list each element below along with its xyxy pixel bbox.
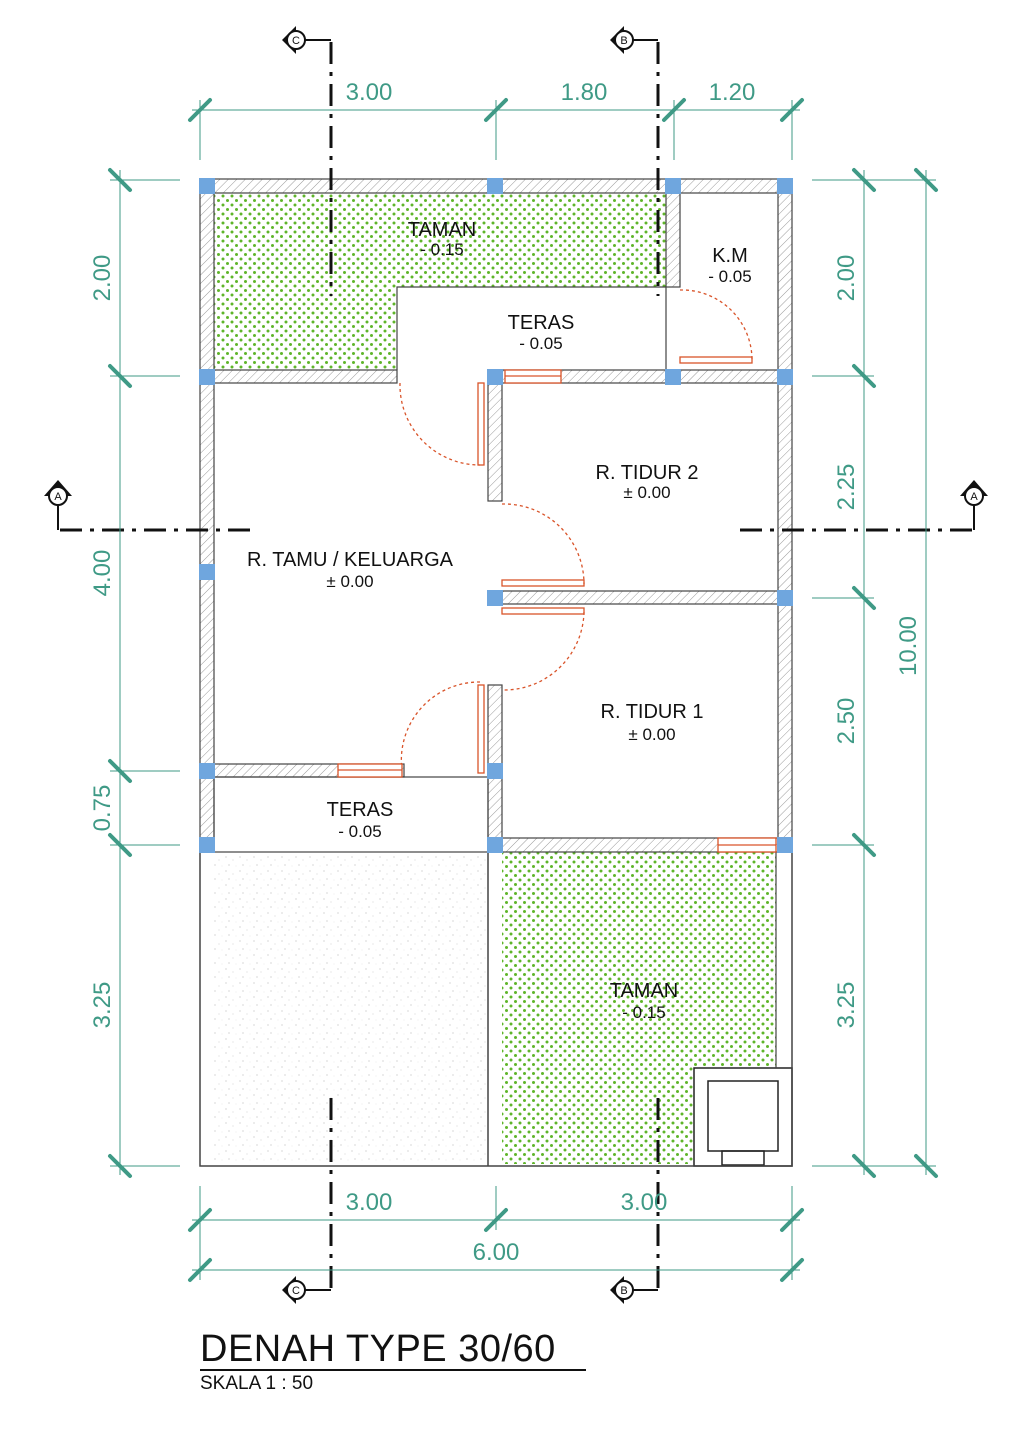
- column: [487, 837, 503, 853]
- column: [487, 763, 503, 779]
- room-tidur2-name: R. TIDUR 2: [596, 462, 699, 484]
- room-labels: TAMAN - 0.15 K.M - 0.05 TERAS - 0.05 R. …: [247, 219, 752, 1022]
- section-marker-c-bottom: C: [282, 1276, 331, 1304]
- wall-left-upper: [199, 178, 215, 853]
- door-tidur1-swing: [501, 611, 585, 691]
- wall-v-km: [665, 192, 681, 288]
- room-tamu-name: R. TAMU / KELUARGA: [247, 549, 454, 571]
- room-teras-bottom-level: - 0.05: [338, 822, 381, 841]
- room-taman-bottom-level: - 0.15: [622, 1003, 665, 1022]
- room-teras-bottom-name: TERAS: [327, 799, 394, 821]
- column: [487, 369, 503, 385]
- room-taman-top-level: - 0.15: [420, 240, 463, 259]
- dim-right-4: 3.25: [833, 982, 860, 1029]
- dimension-ticks: [108, 98, 938, 1282]
- column: [199, 369, 215, 385]
- svg-text:A: A: [54, 491, 62, 503]
- room-tidur1-level: ± 0.00: [628, 725, 675, 744]
- room-teras-top-level: - 0.05: [519, 334, 562, 353]
- column: [487, 178, 503, 194]
- dim-bottom-2: 3.00: [621, 1189, 668, 1216]
- door-tamu-leaf: [477, 382, 485, 466]
- dim-right-3: 2.50: [833, 698, 860, 745]
- dim-left-4: 3.25: [89, 982, 116, 1029]
- wall-h-taman: [213, 369, 398, 384]
- site-boundary: [199, 852, 793, 1167]
- wall-h-tidur: [501, 590, 779, 605]
- column: [199, 564, 215, 580]
- room-taman-bottom-name: TAMAN: [610, 980, 679, 1002]
- door-tidur2-swing: [501, 503, 585, 585]
- room-tamu-level: ± 0.00: [326, 572, 373, 591]
- column: [777, 837, 793, 853]
- dim-right-1: 2.00: [833, 255, 860, 302]
- section-lines: [60, 42, 975, 1290]
- taman-top-area: [214, 193, 666, 370]
- svg-text:A: A: [970, 491, 978, 503]
- dim-right-total: 10.00: [895, 616, 922, 676]
- section-marker-a-right: A: [960, 480, 988, 530]
- dim-left-1: 2.00: [89, 255, 116, 302]
- section-marker-c-top: C: [282, 26, 331, 54]
- dimension-lines: [110, 100, 936, 1280]
- dim-left-2: 4.00: [89, 550, 116, 597]
- drawing-title: DENAH TYPE 30/60: [200, 1328, 556, 1370]
- door-tamu-swing: [399, 382, 481, 466]
- dimension-labels: 3.00 1.80 1.20 2.00 4.00 0.75 3.25 2.00 …: [89, 79, 922, 1266]
- room-taman-top-name: TAMAN: [408, 219, 477, 241]
- dim-right-2: 2.25: [833, 464, 860, 511]
- columns: [199, 178, 793, 853]
- column: [199, 837, 215, 853]
- svg-text:C: C: [292, 35, 300, 47]
- dim-top-3: 1.20: [709, 79, 756, 106]
- dim-top-1: 3.00: [346, 79, 393, 106]
- section-marker-a-left: A: [44, 480, 72, 530]
- door-teras-leaf: [477, 684, 485, 774]
- column: [665, 369, 681, 385]
- column: [199, 178, 215, 194]
- column: [487, 590, 503, 606]
- carport-area: [214, 852, 488, 1164]
- door-tidur1-leaf: [501, 607, 585, 615]
- door-teras-swing: [400, 681, 481, 771]
- dim-bottom-total: 6.00: [473, 1239, 520, 1266]
- door-tidur2-leaf: [501, 579, 585, 587]
- column: [777, 178, 793, 194]
- section-marker-b-top: B: [610, 26, 658, 54]
- svg-text:B: B: [620, 35, 627, 47]
- dim-bottom-1: 3.00: [346, 1189, 393, 1216]
- column: [199, 763, 215, 779]
- column: [777, 369, 793, 385]
- column: [665, 178, 681, 194]
- area-fills: [214, 193, 793, 1167]
- door-km-leaf: [679, 356, 753, 364]
- teras-top-outline: [396, 286, 667, 370]
- water-tank: [693, 1067, 793, 1167]
- door-km-swing: [679, 289, 753, 361]
- dim-left-3: 0.75: [89, 785, 116, 832]
- svg-text:C: C: [292, 1285, 300, 1297]
- svg-text:B: B: [620, 1285, 627, 1297]
- room-tidur1-name: R. TIDUR 1: [601, 701, 704, 723]
- room-km-name: K.M: [712, 245, 748, 267]
- openings: [337, 289, 777, 853]
- column: [777, 590, 793, 606]
- section-markers: C B C B A A: [44, 26, 988, 1304]
- room-tidur2-level: ± 0.00: [623, 483, 670, 502]
- dim-top-2: 1.80: [561, 79, 608, 106]
- section-marker-b-bottom: B: [610, 1276, 658, 1304]
- room-km-level: - 0.05: [708, 267, 751, 286]
- drawing-scale: SKALA 1 : 50: [200, 1373, 314, 1394]
- title-underline: [200, 1369, 586, 1371]
- water-tank-base: [721, 1150, 765, 1166]
- room-teras-top-name: TERAS: [508, 312, 575, 334]
- wall-v-center-1: [487, 382, 503, 502]
- wall-right: [777, 178, 793, 853]
